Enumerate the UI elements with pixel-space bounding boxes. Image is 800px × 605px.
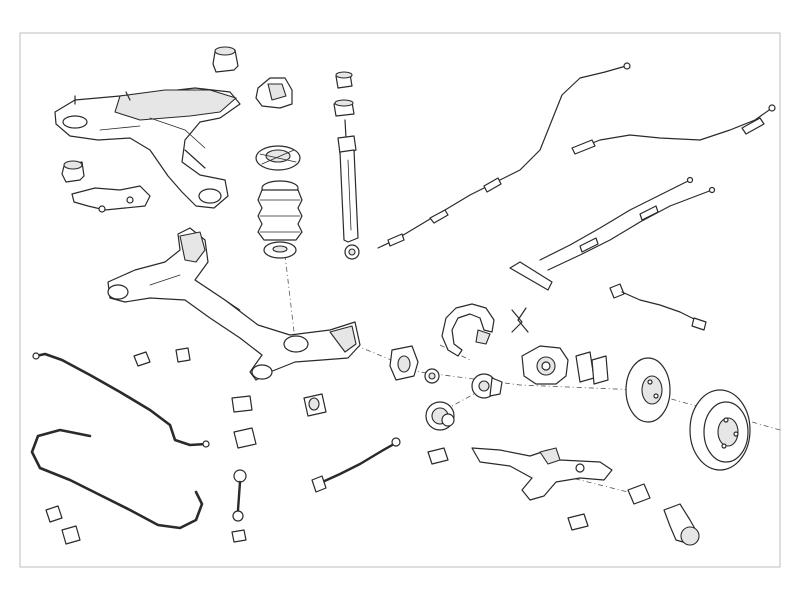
brake-shoes — [441, 303, 495, 357]
shock-absorber — [333, 71, 360, 260]
control-arm — [471, 447, 613, 501]
brake-drum — [689, 389, 751, 471]
front-subframe — [54, 87, 241, 209]
subframe-mount-bushing — [212, 46, 239, 73]
drive-shaft-joint — [627, 483, 700, 546]
axle-bushing — [303, 345, 589, 531]
handbrake-cables-pair — [509, 176, 716, 291]
brake-disc — [625, 357, 671, 423]
stabilizer-bar-front — [30, 428, 204, 530]
diagram-border — [19, 32, 781, 568]
reinforcement-bracket — [71, 185, 151, 213]
brake-pads — [575, 351, 609, 385]
engine-mount — [255, 77, 293, 109]
spring-seat — [255, 145, 301, 171]
wheel-bearing — [425, 401, 455, 431]
dust-boot — [257, 180, 303, 259]
brake-caliper — [521, 345, 569, 385]
stabilizer-link — [231, 469, 247, 543]
stabilizer-mount — [45, 347, 257, 545]
handbrake-cable-rear — [571, 104, 776, 155]
rear-axle-beam — [107, 227, 361, 381]
stabilizer-bar — [32, 352, 210, 448]
abs-sensor — [609, 283, 707, 331]
bump-stop — [61, 160, 85, 183]
tie-rod — [311, 437, 401, 493]
handbrake-cable-front — [377, 62, 631, 249]
spring-clip — [511, 307, 529, 333]
wheel-hub — [471, 373, 503, 399]
